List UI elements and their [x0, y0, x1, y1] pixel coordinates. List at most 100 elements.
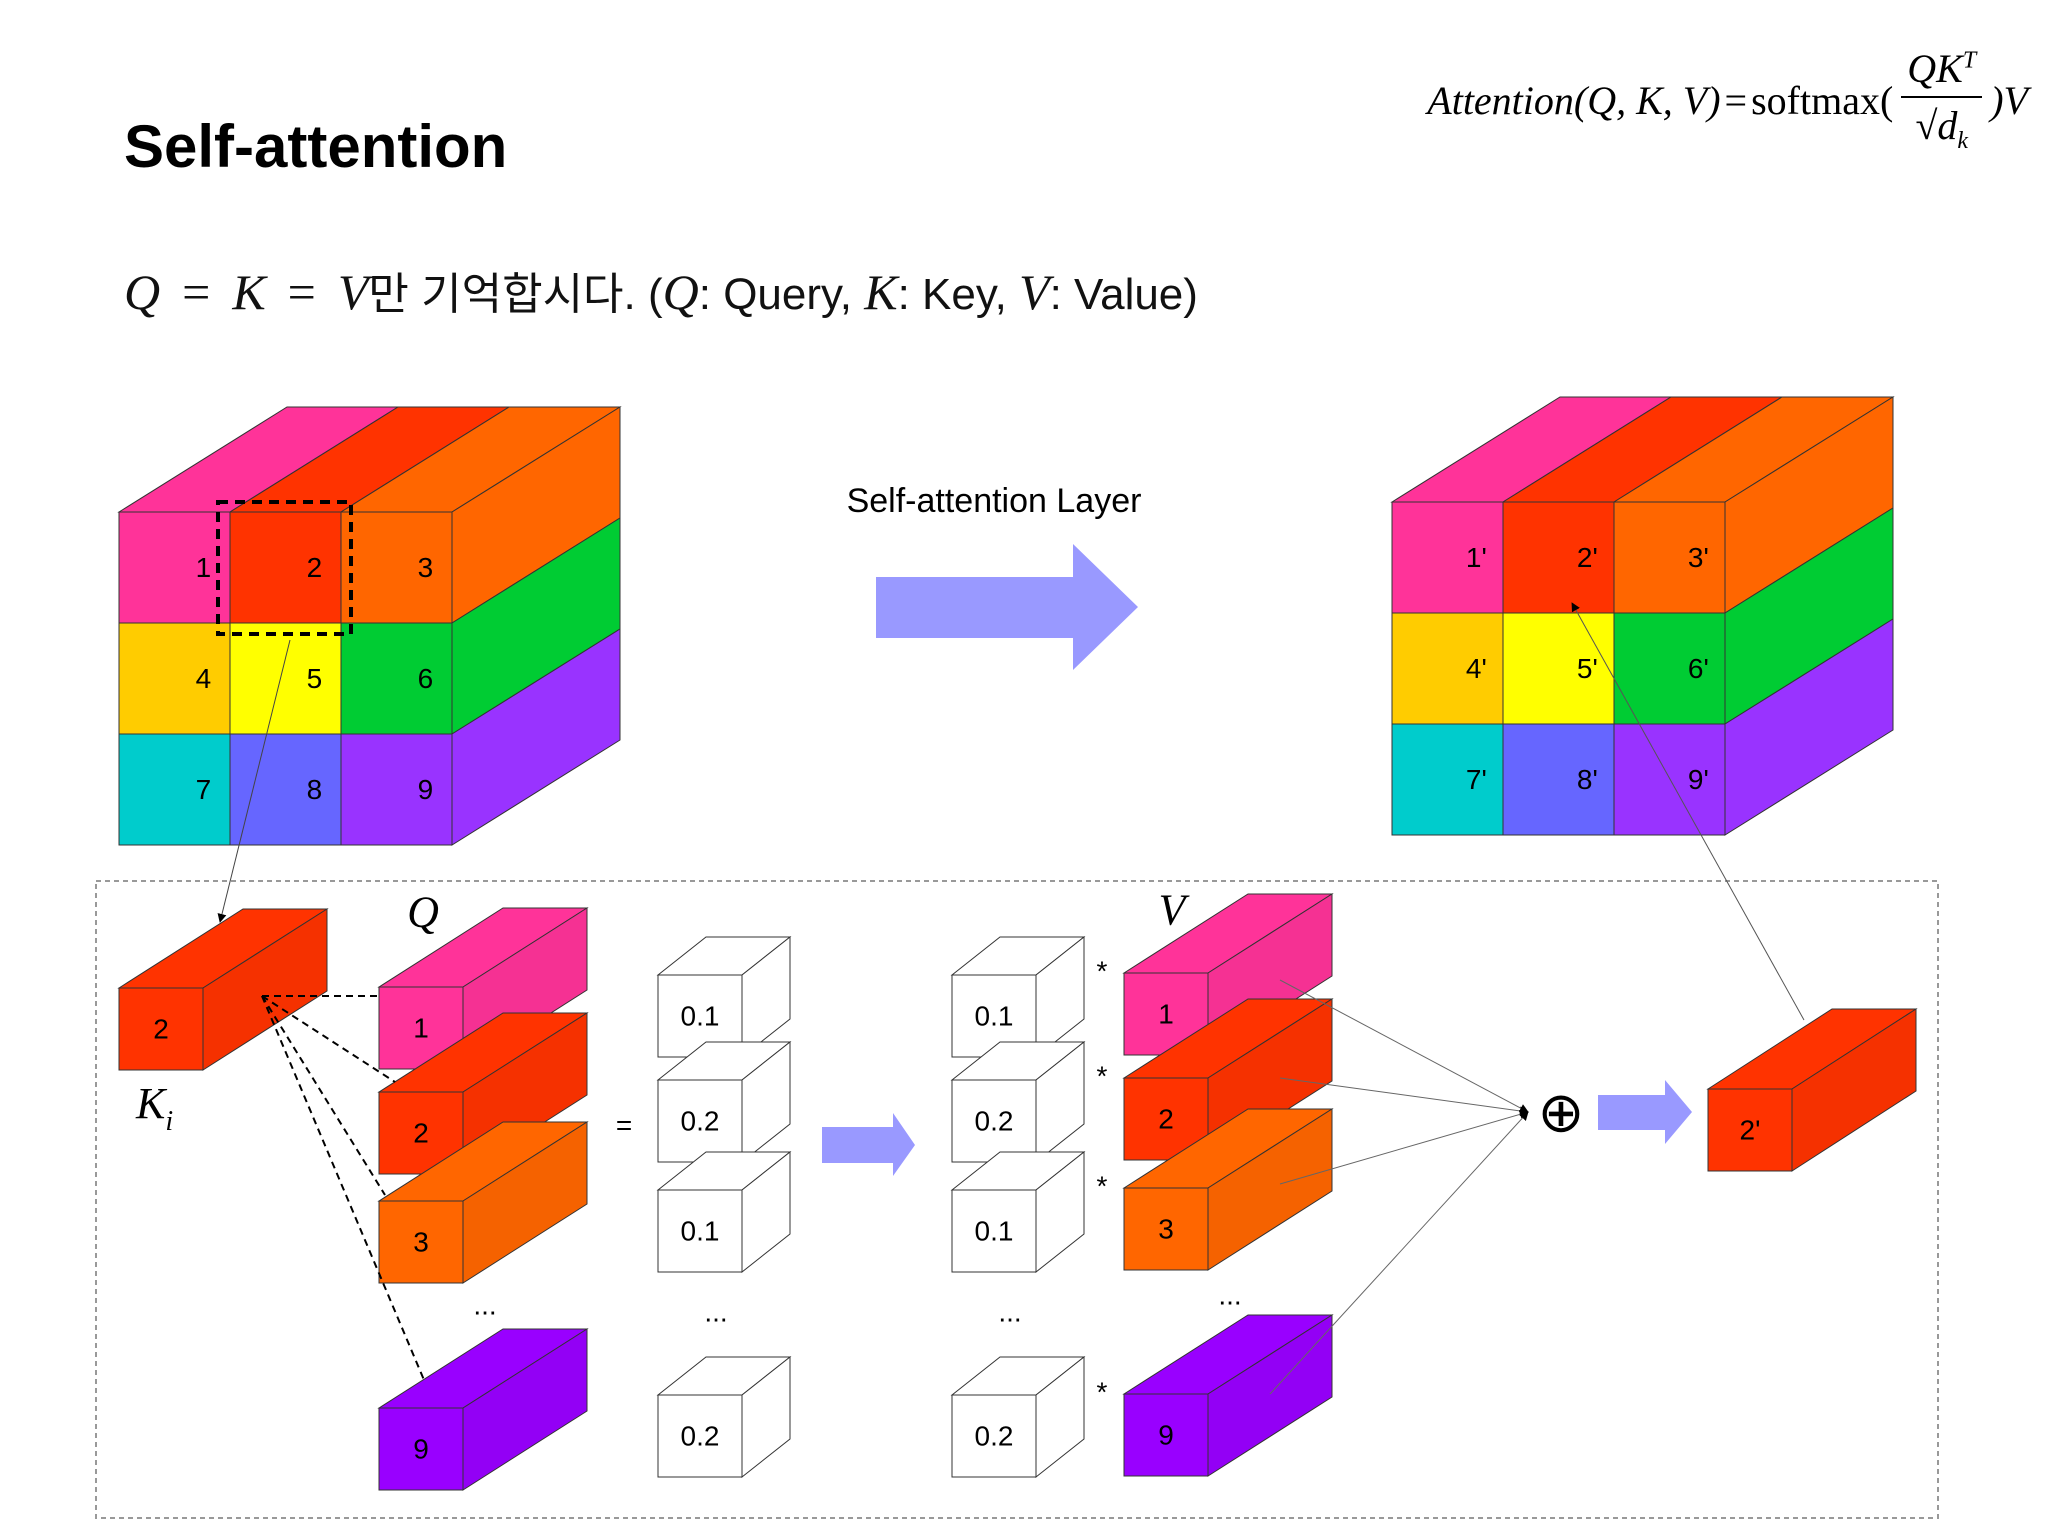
output-cube-cell-2 [1502, 501, 1615, 614]
query-block-label-1: 1 [413, 1013, 429, 1044]
output-cube-cell-6 [1613, 612, 1726, 725]
output-cube-cell-label-6: 6' [1688, 653, 1709, 684]
subtitle-v-label: V [1019, 264, 1050, 320]
formula-softmax: softmax( [1751, 77, 1894, 123]
input-cube-cell-label-5: 5 [307, 663, 323, 694]
input-cube-cell-4 [118, 622, 231, 735]
value-block-3 [1123, 1187, 1209, 1271]
subtitle-key: : Key, [897, 270, 1020, 319]
line-value-1-to-sum [1279, 979, 1529, 1113]
subtitle: Q = K = V 만 기억합시다. ( Q : Query, K : Key,… [124, 258, 1198, 322]
output-cube-cell-label-1: 1' [1466, 542, 1487, 573]
value-block-label-2: 2 [1158, 1104, 1174, 1135]
value-block-label-1: 1 [1158, 999, 1174, 1030]
value-block-label-4: 9 [1158, 1420, 1174, 1451]
formula-denominator: √dk [1915, 103, 1969, 154]
output-cube-cell-label-5: 5' [1577, 653, 1598, 684]
output-cube-cell-7 [1391, 723, 1504, 836]
key-name-sub: i [165, 1106, 173, 1137]
sum-arrow-icon [1598, 1080, 1692, 1144]
subtitle-v: V [337, 264, 369, 320]
input-cube-cell-label-8: 8 [307, 774, 323, 805]
query-block-4 [378, 1407, 464, 1491]
selection-box [216, 500, 353, 636]
layer-arrow-icon [876, 544, 1138, 670]
weight-ellipsis: ... [998, 1297, 1021, 1328]
input-cube-cell-9 [340, 733, 453, 846]
input-cube-cell-7 [118, 733, 231, 846]
query-block-label-2: 2 [413, 1118, 429, 1149]
input-cube-cell-2 [229, 511, 342, 624]
query-block-3 [378, 1200, 464, 1284]
line-output-to-cube [1571, 602, 1805, 1021]
input-cube-cell-1 [118, 511, 231, 624]
detail-frame [95, 880, 1939, 1519]
output-cube-cell-label-9: 9' [1688, 764, 1709, 795]
input-cube-cell-6 [340, 622, 453, 735]
query-ellipsis: ... [473, 1290, 496, 1321]
query-block-label-4: 9 [413, 1434, 429, 1465]
weight-value-3: 0.1 [975, 1216, 1014, 1247]
input-cube-cell-label-1: 1 [196, 552, 212, 583]
score-value-3: 0.1 [681, 1216, 720, 1247]
output-cube-cell-label-8: 8' [1577, 764, 1598, 795]
input-cube-cell-8 [229, 733, 342, 846]
weight-value-4: 0.2 [975, 1421, 1014, 1452]
output-cube-cell-label-7: 7' [1466, 764, 1487, 795]
key-block-label: 2 [153, 1014, 169, 1045]
equals-sign: = [616, 1110, 632, 1141]
key-name: Ki [135, 1079, 173, 1137]
multiply-sign-1: * [1097, 956, 1108, 987]
score-value-2: 0.2 [681, 1106, 720, 1137]
subtitle-k: K [232, 264, 266, 320]
query-title: Q [407, 888, 439, 937]
output-cube-cell-4 [1391, 612, 1504, 725]
line-key-to-query-3 [261, 995, 386, 1196]
formula-equals: = [1724, 77, 1748, 123]
subtitle-query: : Query, [698, 270, 865, 319]
output-block [1707, 1088, 1793, 1172]
input-cube-cell-label-7: 7 [196, 774, 212, 805]
score-box-4 [657, 1394, 743, 1478]
multiply-sign-3: * [1097, 1171, 1108, 1202]
attention-formula: Attention(Q, K, V) = softmax( QKT √dk )V [1427, 30, 2028, 170]
layer-label: Self-attention Layer [847, 482, 1142, 520]
line-key-to-query-9 [261, 995, 425, 1381]
score-box-3 [657, 1189, 743, 1273]
formula-fraction: QKT √dk [1901, 45, 1983, 155]
query-block-label-3: 3 [413, 1227, 429, 1258]
multiply-sign-2: * [1097, 1061, 1108, 1092]
value-block-label-3: 3 [1158, 1214, 1174, 1245]
subtitle-q: Q [124, 264, 161, 320]
output-cube-cell-label-4: 4' [1466, 653, 1487, 684]
line-input-to-key [217, 639, 291, 923]
line-value-4-to-sum [1269, 1111, 1529, 1395]
output-cube-cell-5 [1502, 612, 1615, 725]
score-ellipsis: ... [704, 1297, 727, 1328]
subtitle-k-label: K [864, 264, 898, 320]
multiply-sign-4: * [1097, 1377, 1108, 1408]
key-block [118, 987, 204, 1071]
input-cube-cell-label-2: 2 [307, 552, 323, 583]
input-cube-cell-label-4: 4 [196, 663, 212, 694]
output-block-label: 2' [1740, 1115, 1761, 1146]
subtitle-value: : Value) [1049, 270, 1198, 319]
formula-lhs: Attention(Q, K, V) [1427, 77, 1721, 123]
output-cube-cell-label-2: 2' [1577, 542, 1598, 573]
value-ellipsis: ... [1218, 1280, 1241, 1311]
value-block-4 [1123, 1393, 1209, 1477]
score-box-2 [657, 1079, 743, 1163]
line-key-to-query-2 [261, 995, 396, 1083]
weight-value-2: 0.2 [975, 1106, 1014, 1137]
sum-symbol: ⊕ [1538, 1081, 1585, 1144]
value-title: V [1159, 886, 1191, 935]
subtitle-korean: 만 기억합시다. ( [368, 270, 663, 319]
line-value-3-to-sum [1279, 1109, 1529, 1185]
formula-numerator: QKT [1901, 45, 1983, 98]
weight-value-1: 0.1 [975, 1001, 1014, 1032]
score-value-1: 0.1 [681, 1001, 720, 1032]
page-title: Self-attention [124, 113, 508, 180]
weight-box-3 [951, 1189, 1037, 1273]
formula-tail: )V [1990, 77, 2028, 123]
